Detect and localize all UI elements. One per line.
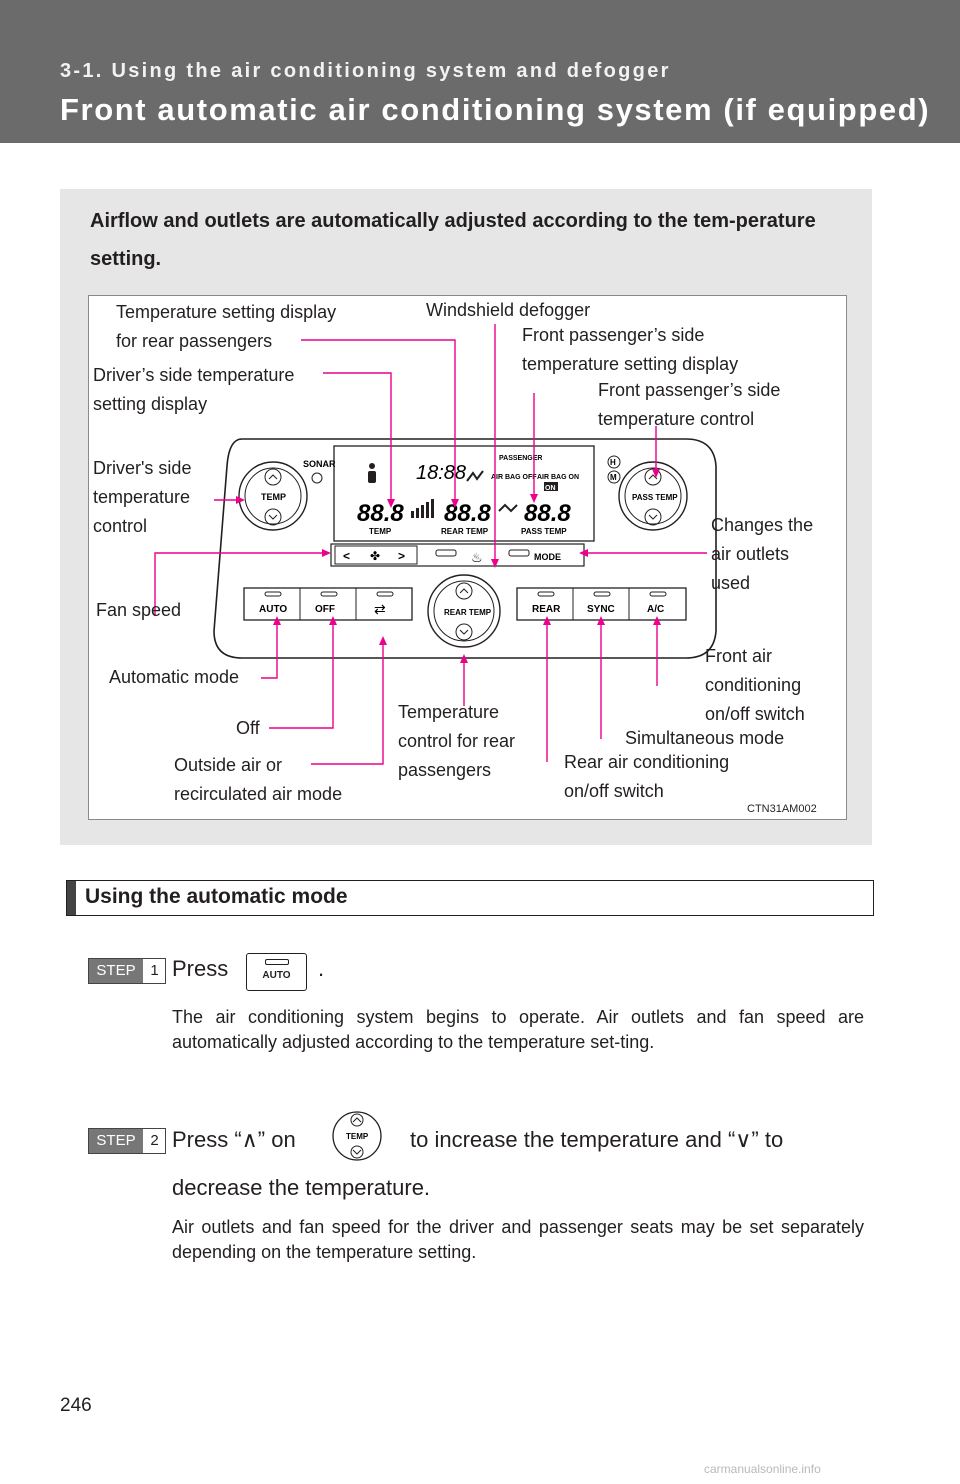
step-1-description: The air conditioning system begins to op… — [172, 1007, 864, 1052]
heading-bar — [67, 881, 76, 915]
page-number: 246 — [60, 1395, 92, 1416]
page-title: Front automatic air conditioning system … — [60, 92, 931, 127]
callout-off: Off — [236, 718, 260, 738]
sonar-label: SONAR — [303, 459, 336, 469]
intro-text: Airflow and outlets are automatically ad… — [90, 210, 816, 270]
callout-rear-ac: Rear air conditioning on/off switch — [564, 752, 730, 801]
callout-rear-temp-display: Temperature setting display for rear pas… — [116, 302, 337, 351]
passenger-label: PASSENGER — [499, 455, 542, 462]
step-1-badge: STEP 1 — [88, 958, 166, 984]
driver-temp-knob: TEMP — [238, 461, 308, 531]
callout-driver-control: Driver's side temperature control — [93, 458, 192, 536]
svg-text:REAR TEMP: REAR TEMP — [444, 608, 492, 617]
ac-label: A/C — [647, 604, 664, 615]
step-2-description: Air outlets and fan speed for the driver… — [172, 1217, 864, 1262]
display-pass-temp: 88.8 — [524, 500, 571, 527]
page-header: 3-1. Using the air conditioning system a… — [0, 0, 960, 143]
step-1-period: . — [318, 956, 325, 981]
step-1-press: Press — [172, 956, 229, 981]
image-code: CTN31AM002 — [747, 803, 817, 815]
auto-label: AUTO — [259, 604, 287, 615]
step-2-decrease: decrease the temperature. — [172, 1175, 431, 1200]
section-heading: Using the automatic mode — [66, 880, 874, 916]
callout-automatic-mode: Automatic mode — [109, 667, 240, 687]
passenger-temp-knob: PASS TEMP — [618, 461, 688, 531]
callout-rear-temp-control: Temperature control for rear passengers — [398, 702, 516, 780]
fan-up-icon: > — [398, 549, 405, 563]
recirculation-icon: ⇄ — [374, 601, 386, 617]
callout-simultaneous: Simultaneous mode — [625, 728, 785, 748]
control-panel-illustration: 18:88 88.8 88.8 88.8 TEMP REAR TEMP PASS… — [154, 324, 717, 765]
svg-text:TEMP: TEMP — [261, 492, 286, 502]
m-label: M — [610, 473, 617, 482]
fan-bar-icon — [411, 499, 434, 518]
mode-label: MODE — [534, 552, 561, 562]
display-rear-temp: 88.8 — [444, 500, 491, 527]
callout-driver-display: Driver’s side temperature setting displa… — [93, 365, 295, 414]
display-driver-temp: 88.8 — [357, 500, 404, 527]
airbag-on-label: AIR BAG ON — [537, 474, 579, 481]
callout-lines — [154, 324, 707, 765]
fan-down-icon: < — [343, 549, 350, 563]
rear-temp-knob: REAR TEMP — [427, 574, 501, 648]
svg-text:PASS TEMP: PASS TEMP — [632, 493, 678, 502]
off-label: OFF — [315, 604, 335, 615]
h-label: H — [610, 458, 616, 467]
auto-button-icon: AUTO — [246, 953, 307, 991]
airflow-icon — [466, 470, 518, 513]
svg-text:TEMP: TEMP — [346, 1132, 369, 1141]
watermark: carmanualsonline.info — [704, 1462, 821, 1476]
section-title: 3-1. Using the air conditioning system a… — [60, 60, 671, 82]
step-2-increase: to increase the temperature and “∨” to — [410, 1127, 784, 1152]
callout-outside-air: Outside air or recirculated air mode — [174, 755, 343, 804]
callout-front-pass-control: Front passenger’s side temperature contr… — [598, 380, 781, 429]
callout-front-ac: Front air conditioning on/off switch — [705, 646, 805, 724]
section-heading-text: Using the automatic mode — [85, 885, 348, 908]
temp-knob-icon: TEMP — [332, 1111, 382, 1161]
control-panel-diagram: 18:88 88.8 88.8 88.8 TEMP REAR TEMP PASS… — [88, 295, 847, 820]
step-2-press: Press “∧” on — [172, 1127, 296, 1152]
callout-front-pass-display: Front passenger’s side temperature setti… — [522, 325, 739, 374]
callout-windshield-defogger: Windshield defogger — [426, 300, 591, 320]
callout-arrowheads — [236, 469, 661, 663]
step-2-badge: STEP 2 — [88, 1128, 166, 1154]
fan-icon: ✤ — [370, 549, 380, 563]
display-pass-temp-label: PASS TEMP — [521, 527, 567, 536]
display-rear-temp-label: REAR TEMP — [441, 527, 489, 536]
sync-label: SYNC — [587, 604, 615, 615]
display-temp-label: TEMP — [369, 527, 392, 536]
display-clock: 18:88 — [416, 462, 466, 484]
airbag-off-label: AIR BAG OFF — [491, 474, 537, 481]
seat-icon — [368, 463, 376, 483]
callout-changes-outlets: Changes the air outlets used — [711, 515, 814, 593]
rear-label: REAR — [532, 604, 561, 615]
airbag-on-tag: ON — [545, 485, 556, 492]
windshield-defogger-icon: ♨ — [471, 550, 483, 565]
callout-fan-speed: Fan speed — [96, 600, 182, 620]
